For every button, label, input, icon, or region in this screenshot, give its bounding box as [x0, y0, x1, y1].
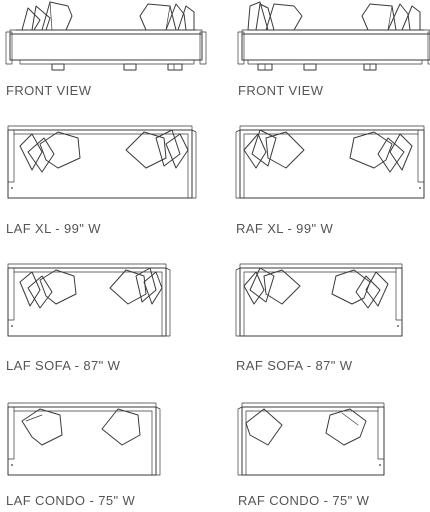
front-view-left: FRONT VIEW [5, 0, 207, 100]
laf-xl-plan: LAF XL - 99" W [6, 124, 206, 236]
caption-laf-condo: LAF CONDO - 75" W [6, 493, 136, 508]
sofa-front-view-drawing [237, 1, 430, 71]
raf-sofa-plan-drawing [235, 263, 403, 337]
caption-laf-sofa: LAF SOFA - 87" W [6, 358, 121, 373]
caption-raf-xl: RAF XL - 99" W [236, 221, 334, 236]
raf-xl-plan-drawing [235, 125, 425, 199]
raf-sofa-plan: RAF SOFA - 87" W [235, 262, 430, 373]
laf-sofa-plan-drawing [7, 263, 171, 337]
raf-condo-plan: RAF CONDO - 75" W [237, 401, 430, 512]
raf-xl-plan: RAF XL - 99" W [235, 124, 430, 236]
caption-front-view-right: FRONT VIEW [238, 83, 324, 98]
caption-raf-sofa: RAF SOFA - 87" W [236, 358, 353, 373]
caption-front-view-left: FRONT VIEW [6, 83, 92, 98]
caption-raf-condo: RAF CONDO - 75" W [238, 493, 370, 508]
laf-xl-plan-drawing [7, 125, 197, 199]
caption-laf-xl: LAF XL - 99" W [6, 221, 101, 236]
laf-condo-plan-drawing [7, 402, 161, 476]
raf-condo-plan-drawing [237, 402, 385, 476]
sofa-front-view-drawing [5, 1, 207, 71]
laf-condo-plan: LAF CONDO - 75" W [6, 401, 206, 512]
laf-sofa-plan: LAF SOFA - 87" W [6, 262, 206, 373]
front-view-right: FRONT VIEW [237, 0, 430, 100]
